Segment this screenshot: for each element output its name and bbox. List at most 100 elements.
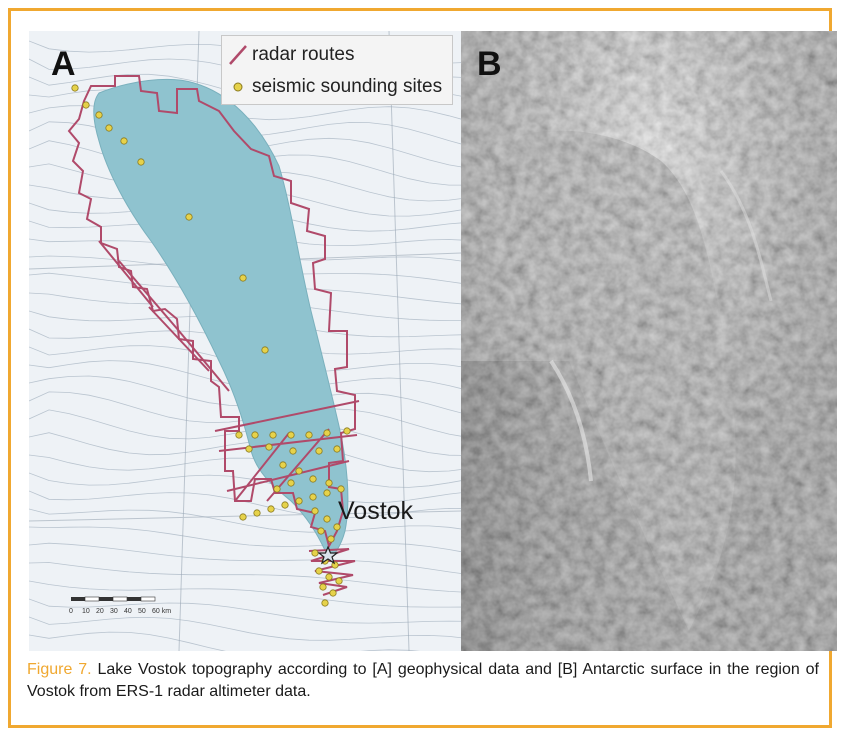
seismic-site-marker [337, 485, 345, 493]
seismic-sounding-sites [71, 84, 351, 607]
vostok-place-label: Vostok [338, 497, 414, 525]
seismic-site-marker [305, 431, 313, 439]
seismic-site-marker [333, 445, 341, 453]
scale-segment [112, 596, 128, 602]
seismic-site-marker [82, 101, 90, 109]
lake-vostok-outline [93, 78, 349, 560]
contour-line [29, 472, 461, 504]
seismic-site-marker [71, 84, 79, 92]
contour-line [29, 508, 461, 533]
seismic-site-marker [273, 485, 281, 493]
seismic-site-marker [311, 507, 319, 515]
seismic-site-marker [335, 577, 343, 585]
map-legend: radar routes seismic sounding sites [221, 35, 453, 105]
seismic-site-marker [279, 461, 287, 469]
contour-line [29, 542, 461, 574]
contour-line [29, 616, 461, 641]
seismic-site-marker [315, 567, 323, 575]
seismic-site-marker [309, 475, 317, 483]
panel-b-svg [461, 31, 837, 651]
seismic-site-marker [315, 447, 323, 455]
grid-line [388, 31, 410, 651]
radar-routes [67, 75, 360, 596]
contour-line [29, 89, 461, 121]
legend-label-seismic-sites: seismic sounding sites [252, 76, 443, 97]
seismic-site-marker [137, 158, 145, 166]
contour-line [29, 631, 421, 651]
seismic-site-marker [245, 445, 253, 453]
contour-line [29, 598, 461, 624]
panel-b-letter: B [477, 45, 502, 83]
scale-segment [84, 596, 100, 602]
seismic-site-marker [327, 535, 335, 543]
scale-segment [99, 597, 113, 601]
seismic-site-marker [269, 431, 277, 439]
seismic-site-marker [295, 497, 303, 505]
scale-tick-label: 30 [110, 608, 118, 615]
panel-a-svg [29, 31, 461, 651]
scale-tick-label: 0 [69, 608, 73, 615]
seismic-site-marker [235, 431, 243, 439]
seismic-site-marker [265, 443, 273, 451]
scale-tick-label: 60 km [152, 608, 171, 615]
contour-line [29, 562, 461, 593]
seismic-site-marker [261, 346, 269, 354]
contour-line [29, 580, 461, 608]
seismic-site-marker [309, 493, 317, 501]
scale-segment [140, 596, 156, 602]
vostok-station-marker [317, 545, 339, 565]
seismic-site-marker [287, 431, 295, 439]
panel-a-map: A radar routes seismic sounding sites Vo… [29, 31, 461, 651]
caption-figure-label: Figure 7. [27, 661, 92, 678]
figure-frame: A radar routes seismic sounding sites Vo… [8, 8, 837, 728]
panel-a-letter: A [51, 45, 76, 83]
seismic-site-marker [329, 589, 337, 597]
seismic-site-marker [321, 599, 329, 607]
seismic-site-marker [281, 501, 289, 509]
scale-tick-label: 50 [138, 608, 146, 615]
figure-area: A radar routes seismic sounding sites Vo… [29, 31, 837, 651]
scale-tick-label: 20 [96, 608, 104, 615]
scale-bar: 0 10 20 30 40 50 60 km [61, 589, 191, 629]
legend-label-radar-routes: radar routes [252, 44, 355, 65]
radar-ridge-highlight [549, 359, 593, 482]
seismic-site-marker [319, 583, 327, 591]
scale-segment [127, 597, 141, 601]
radar-route-swatch-icon [222, 42, 252, 68]
seismic-site-marker [323, 489, 331, 497]
seismic-site-marker [317, 527, 325, 535]
legend-item-radar-routes: radar routes [222, 42, 354, 68]
seismic-site-marker [239, 513, 247, 521]
legend-item-seismic-sites: seismic sounding sites [222, 74, 442, 100]
contour-line [29, 432, 461, 473]
radar-route-cross [98, 240, 360, 502]
seismic-site-marker [95, 111, 103, 119]
panel-b-radar-image: B [461, 31, 837, 651]
seismic-site-marker [105, 124, 113, 132]
contour-line [29, 490, 461, 519]
seismic-site-marker [267, 505, 275, 513]
seismic-site-marker [323, 429, 331, 437]
seismic-site-marker [311, 549, 319, 557]
seismic-site-marker [343, 427, 351, 435]
radar-texture [461, 31, 837, 651]
seismic-site-marker [239, 274, 247, 282]
radar-route-boundary [67, 75, 356, 549]
contour-line [29, 526, 461, 553]
radar-ridge-highlight [719, 170, 773, 302]
seismic-site-marker [251, 431, 259, 439]
seismic-site-marker [325, 479, 333, 487]
seismic-site-swatch-icon [222, 74, 252, 100]
figure-caption: Figure 7. Lake Vostok topography accordi… [27, 659, 819, 703]
caption-text: Lake Vostok topography according to [A] … [27, 661, 820, 700]
scale-tick-label: 40 [124, 608, 132, 615]
seismic-site-marker [289, 447, 297, 455]
seismic-site-marker [325, 573, 333, 581]
seismic-site-marker [331, 561, 339, 569]
seismic-site-marker [295, 467, 303, 475]
seismic-site-marker [120, 137, 128, 145]
seismic-site-marker [287, 479, 295, 487]
seismic-site-marker [333, 523, 341, 531]
scale-tick-label: 10 [82, 608, 90, 615]
seismic-site-marker [323, 515, 331, 523]
